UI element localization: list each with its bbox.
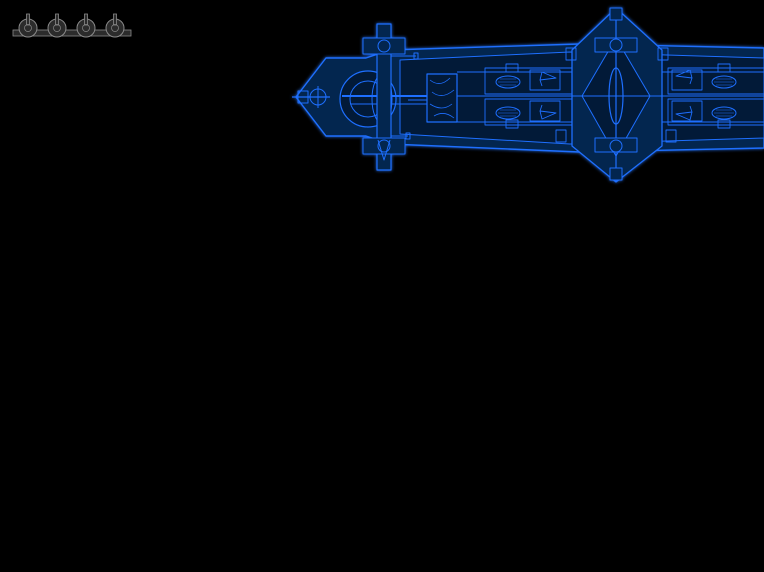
engine-block (408, 73, 458, 123)
life-tank-icon (76, 13, 96, 38)
battleship-blueprint-icon (292, 7, 764, 183)
life-tank-icon (47, 13, 67, 38)
enemy-battleship (292, 7, 764, 183)
life-tank-icon (105, 13, 125, 38)
lives-indicator (12, 13, 132, 38)
side-turrets-aft (671, 63, 737, 129)
bow-emitter (292, 86, 330, 108)
lives-rail (12, 29, 132, 37)
mid-diamond-fin (555, 7, 677, 183)
forward-pylon (362, 23, 419, 171)
life-tank-icon (18, 13, 38, 38)
side-turrets-forward (495, 63, 561, 129)
